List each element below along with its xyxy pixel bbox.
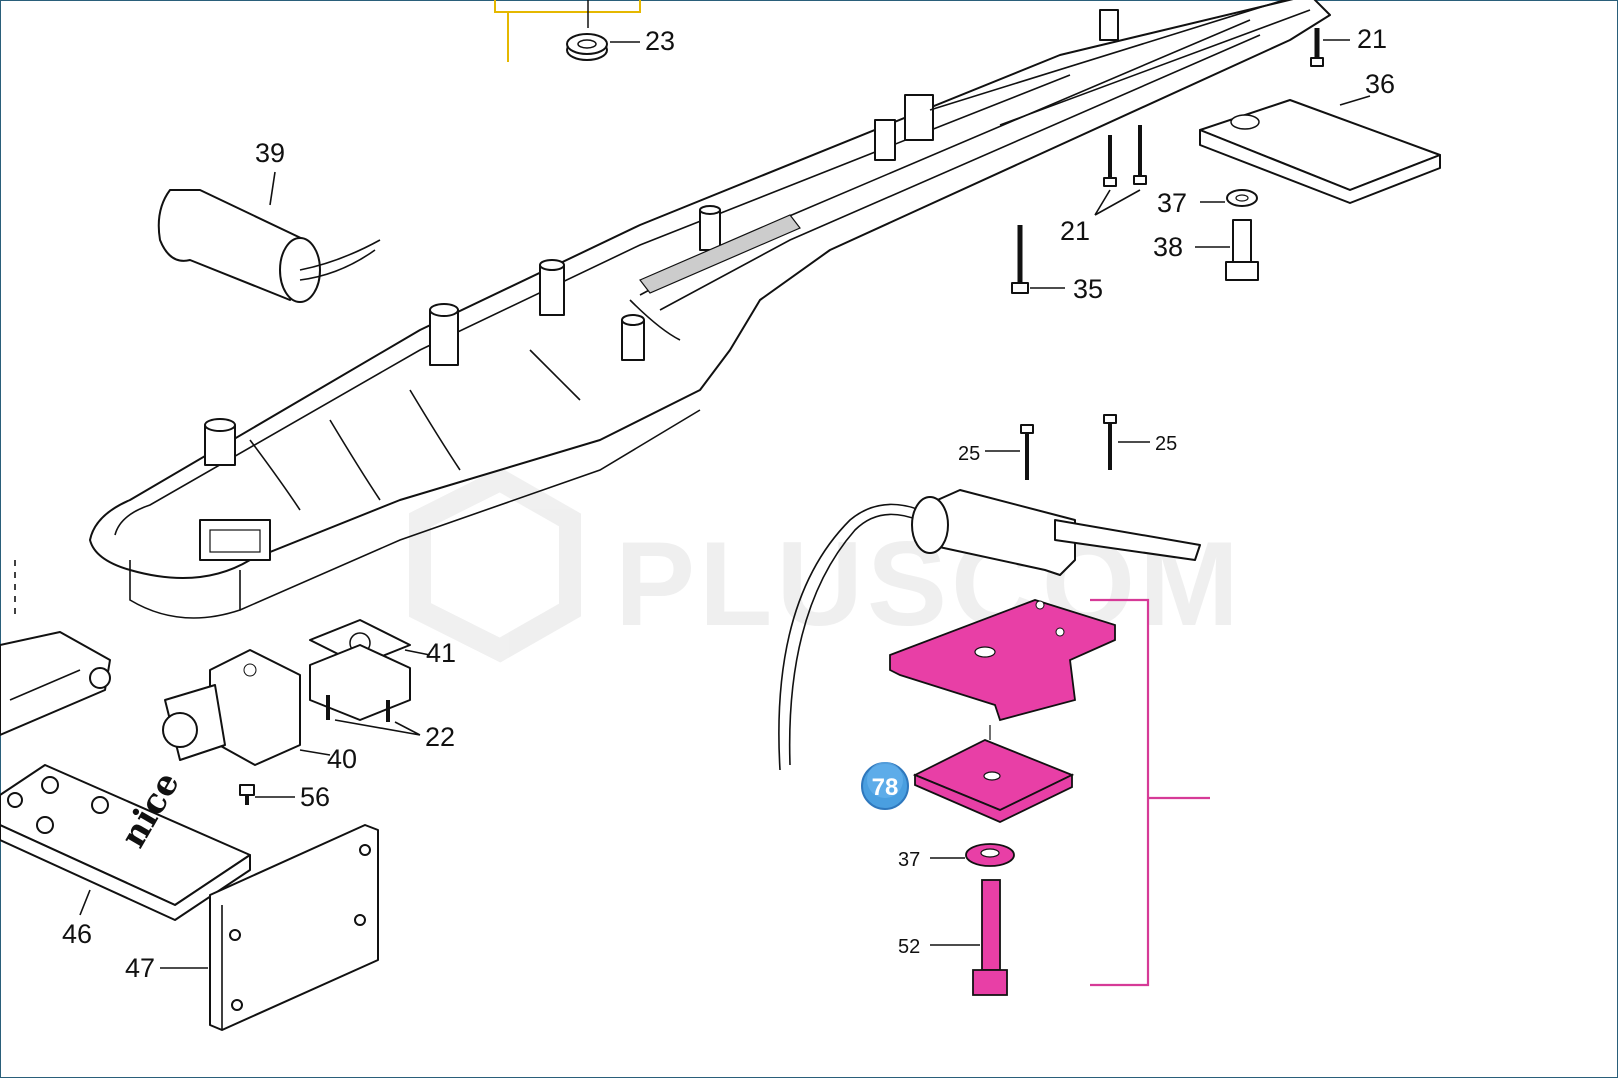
part-25-screws: 25 25 [958,414,1177,480]
part-39-capacitor: 39 [157,138,381,303]
part-22-screws: 22 [326,695,455,752]
part-47-vertical-plate: 47 [125,824,379,1031]
callout-25-left: 25 [958,443,980,465]
part-41-connector: 41 [309,619,456,721]
callout-41: 41 [426,638,456,668]
part-35-screw: 35 [1011,225,1103,304]
callout-37-pink: 37 [898,849,920,871]
callout-56: 56 [300,782,330,812]
yellow-bracket [494,0,641,62]
callout-46: 46 [62,919,92,949]
part-36-plate: 36 [1199,69,1441,204]
callout-37-right: 37 [1157,188,1187,218]
arm-fragment [0,560,111,736]
part-56-screw: 56 [239,782,330,812]
callout-52: 52 [898,936,920,958]
part-23-bushing: 23 [566,26,675,61]
watermark: PLUSCOM [409,467,1239,663]
part-21-screws-pair: 21 [1060,125,1147,246]
highlighted-bracket-assembly: 37 52 [889,598,1210,996]
item-78-badge: 78 [861,762,909,810]
callout-38: 38 [1153,232,1183,262]
callout-47: 47 [125,953,155,983]
callout-40: 40 [327,744,357,774]
limit-switch-assembly [778,489,1201,771]
callout-36: 36 [1365,69,1395,99]
main-housing [89,0,1331,619]
part-37-38-fastener: 37 38 [1153,188,1259,281]
badge-number: 78 [872,774,899,801]
callout-39: 39 [255,138,285,168]
callout-21-top: 21 [1357,24,1387,54]
callout-23: 23 [645,26,675,56]
callout-22: 22 [425,722,455,752]
part-40-plug: 40 [162,649,357,774]
callout-25-right: 25 [1155,433,1177,455]
callout-21-pair: 21 [1060,216,1090,246]
callout-35: 35 [1073,274,1103,304]
part-21-screw-top: 21 [1310,24,1387,67]
